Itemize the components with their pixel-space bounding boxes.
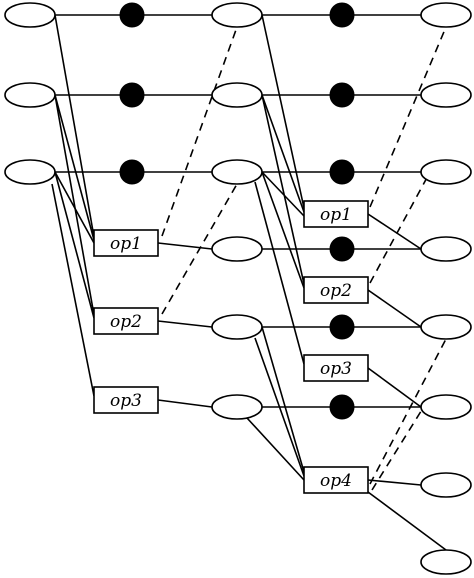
edge-18	[51, 183, 95, 397]
op-box-frame	[303, 466, 369, 494]
op-box-op1a: op1	[93, 229, 159, 257]
edge-13	[54, 14, 95, 238]
edge-17	[54, 171, 95, 319]
ellipse-node-B6	[211, 394, 263, 420]
dashed-edge-34	[369, 26, 447, 208]
ellipse-node-C6	[420, 394, 472, 420]
ellipse-node-A1	[4, 2, 56, 28]
op-box-frame	[93, 229, 159, 257]
op-box-op3a: op3	[93, 386, 159, 414]
op-box-op3b: op3	[303, 354, 369, 382]
ellipse-node-B2	[211, 82, 263, 108]
nodes	[4, 2, 472, 575]
edge-5	[157, 399, 213, 408]
dashed-edge-37	[371, 399, 429, 491]
op-box-frame	[303, 276, 369, 304]
edges	[51, 14, 447, 551]
op-label: op4	[320, 471, 352, 491]
op-label: op3	[110, 391, 142, 411]
edge-15	[54, 94, 95, 316]
edge-25	[261, 326, 305, 473]
dot-node-d4	[329, 2, 355, 28]
ellipse-node-C2	[420, 82, 472, 108]
ellipse-node-C5	[420, 314, 472, 340]
ellipse-node-B4	[211, 236, 263, 262]
edge-24	[254, 181, 305, 365]
edge-22	[261, 171, 305, 217]
edge-30	[367, 367, 422, 408]
op-box-op2b: op2	[303, 276, 369, 304]
op-label: op3	[320, 359, 352, 379]
edge-27	[246, 417, 305, 481]
op-label: op1	[320, 205, 352, 225]
op-box-frame	[303, 354, 369, 382]
op-label: op2	[320, 281, 352, 301]
operation-boxes: op1 op2 op3 op1 op2 op3 op4	[93, 200, 369, 494]
ellipse-node-B5	[211, 314, 263, 340]
dot-node-d7	[329, 236, 355, 262]
op-box-frame	[93, 386, 159, 414]
op-label: op2	[110, 312, 142, 332]
ellipse-node-A3	[4, 159, 56, 185]
op-box-frame	[93, 307, 159, 335]
dot-node-d9	[329, 394, 355, 420]
edge-16	[54, 171, 95, 244]
edge-14	[54, 94, 95, 241]
dot-node-d6	[329, 159, 355, 185]
edge-3	[157, 242, 213, 250]
op-box-op2a: op2	[93, 307, 159, 335]
ellipse-node-C4	[420, 236, 472, 262]
op-label: op1	[110, 234, 142, 254]
ellipse-node-C3	[420, 159, 472, 185]
ellipse-node-B3	[211, 159, 263, 185]
ellipse-node-C8	[420, 549, 472, 575]
dashed-edge-33	[161, 183, 238, 315]
edge-26	[254, 337, 305, 477]
ellipse-node-C7	[420, 472, 472, 498]
edge-12	[367, 479, 422, 486]
dashed-edge-35	[369, 171, 431, 284]
edge-21	[261, 94, 305, 285]
dot-node-d8	[329, 314, 355, 340]
dot-node-d1	[119, 2, 145, 28]
edge-28	[367, 213, 422, 250]
dashed-edge-32	[161, 26, 238, 237]
dot-node-d5	[329, 82, 355, 108]
op-box-op1b: op1	[303, 200, 369, 228]
op-box-op4b: op4	[303, 466, 369, 494]
op-box-frame	[303, 200, 369, 228]
ellipse-node-C1	[420, 2, 472, 28]
edge-20	[261, 94, 305, 213]
edge-19	[261, 14, 305, 209]
ellipse-node-A2	[4, 82, 56, 108]
dot-node-d2	[119, 82, 145, 108]
edge-23	[261, 171, 305, 289]
edge-4	[157, 320, 213, 328]
edge-29	[367, 289, 422, 328]
dot-node-d3	[119, 159, 145, 185]
ellipse-node-B1	[211, 2, 263, 28]
edge-31	[367, 491, 447, 551]
